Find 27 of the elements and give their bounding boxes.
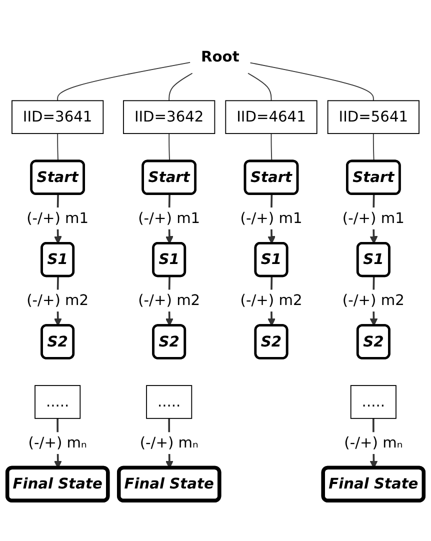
edge-label: (-/+) mₙ: [344, 434, 403, 452]
connector: [248, 72, 272, 102]
edge-label: (-/+) m2: [138, 292, 200, 309]
connector: [270, 133, 272, 162]
edge-label: (-/+) m2: [240, 292, 302, 309]
node-box: IID=3642: [123, 100, 216, 134]
node-box: .....: [350, 385, 396, 419]
edge-label: (-/+) m1: [342, 209, 404, 227]
edge-label: (-/+) mₙ: [140, 434, 198, 452]
node-box: IID=4641: [225, 100, 318, 134]
node-text: Root: [201, 48, 240, 66]
edge-label: (-/+) m1: [240, 209, 302, 227]
connector: [57, 62, 191, 102]
connector: [372, 133, 374, 162]
node-box: IID=5641: [327, 100, 420, 134]
connector: [57, 133, 58, 162]
node-box: .....: [146, 385, 192, 419]
edge-label: (-/+) mₙ: [28, 434, 87, 452]
edge-label: (-/+) m2: [342, 292, 404, 309]
connector: [168, 133, 170, 162]
connector: [168, 72, 193, 102]
edge-label: (-/+) m1: [26, 209, 89, 227]
node-box: IID=3641: [12, 100, 104, 134]
edge-label: (-/+) m2: [26, 292, 89, 309]
connector: [250, 62, 374, 102]
node-box: .....: [34, 385, 81, 419]
edge-label: (-/+) m1: [138, 209, 200, 227]
